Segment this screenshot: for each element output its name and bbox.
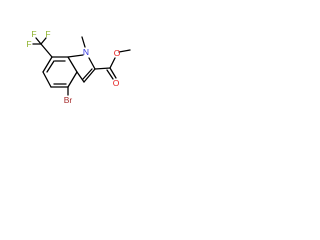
atom-labels: F F F N O O Br [26, 29, 120, 105]
atom-label-f-top-left: F [31, 29, 36, 39]
atom-label-o-carbonyl: O [113, 78, 120, 88]
bond-n-c2 [88, 57, 96, 70]
bond-c7a-n [67, 54, 84, 58]
bonds [32, 36, 131, 96]
bond-c6-c7 [42, 56, 53, 73]
molecule-structure: F F F N O O Br [26, 29, 131, 105]
bond-carbonyl-o-ester [109, 57, 116, 69]
bond-carbonyl-o-2 [106, 69, 114, 80]
bond-c2-c3-inner [82, 68, 93, 80]
bond-c3-c3a [76, 71, 85, 83]
bond-c5-c6 [42, 71, 52, 88]
bond-c2-c3 [83, 68, 96, 83]
bond-c6-c7-inner [46, 60, 55, 73]
bond-carbonyl-o-1 [109, 67, 117, 79]
bond-o-methyl [118, 49, 131, 53]
bond-c2-carbonyl [94, 67, 111, 70]
atom-label-br: Br [64, 95, 73, 105]
bond-n-methyl [81, 36, 86, 48]
bond-cf3-c7 [40, 43, 53, 58]
bond-c-f-top-right [40, 37, 47, 45]
molecule-structure-canvas: F F F N O O Br [0, 0, 152, 152]
atom-label-f-left: F [26, 39, 31, 49]
bond-c3a-c4 [67, 71, 78, 88]
bond-c-f-top-left [35, 37, 42, 45]
atom-label-f-top-right: F [45, 29, 50, 39]
atom-label-o-ester: O [114, 48, 121, 58]
bond-c7a-c3a [67, 56, 78, 73]
atom-label-n: N [83, 47, 89, 57]
